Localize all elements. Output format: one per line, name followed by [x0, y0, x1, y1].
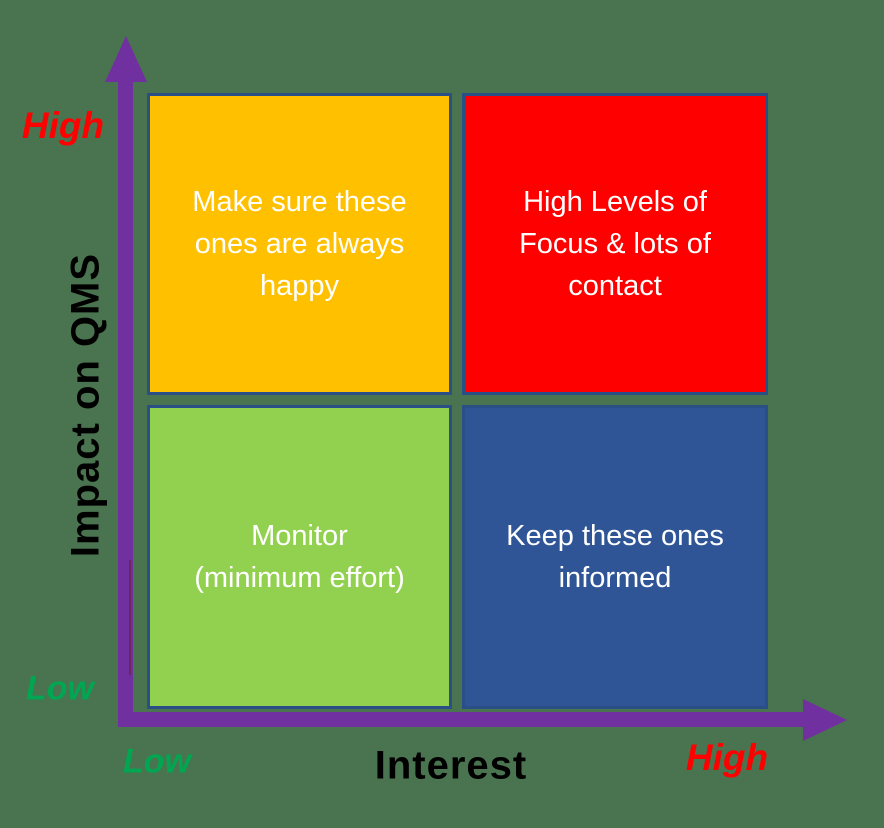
quadrant-bottom-right: Keep these ones informed [462, 405, 768, 709]
quadrant-bottom-right-text: Keep these ones informed [506, 519, 724, 594]
quadrant-bottom-left: Monitor (minimum effort) [147, 405, 452, 709]
quadrant-top-left-text: Make sure these ones are always happy [192, 185, 407, 303]
y-axis-high-label: High [21, 105, 105, 146]
y-axis-line [118, 58, 133, 727]
quadrant-top-right-text: High Levels of Focus & lots of contact [519, 185, 711, 303]
x-axis-title: Interest [374, 743, 528, 788]
y-axis-low-label: Low [26, 669, 94, 708]
x-axis-high-label: High [685, 737, 769, 778]
quadrant-top-left: Make sure these ones are always happy [147, 93, 452, 395]
x-axis-arrowhead-icon [803, 699, 847, 741]
quadrant-top-right: High Levels of Focus & lots of contact [462, 93, 768, 395]
x-axis-low-label: Low [123, 742, 191, 781]
y-axis-title: Impact on QMS [63, 252, 108, 558]
x-axis-line [118, 712, 805, 727]
quadrant-bottom-left-text: Monitor (minimum effort) [194, 519, 405, 594]
axis-edge-artifact-line [129, 560, 131, 675]
